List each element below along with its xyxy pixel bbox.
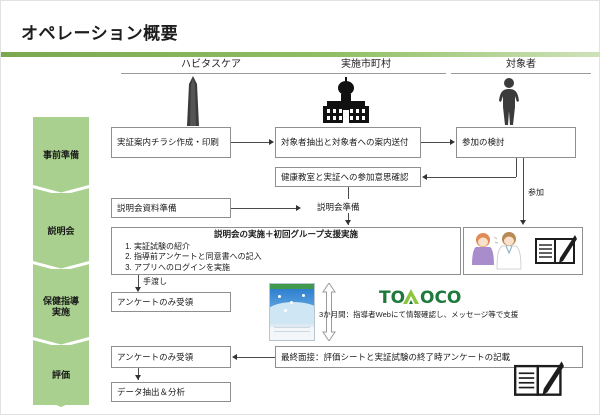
phone-snow-dot [302, 294, 305, 297]
support-note-label: 3か月間：指導者Webにて情報確認し、メッセージ等で支援 [319, 310, 519, 319]
box-survey-receive-1-label: アンケートのみ受領 [117, 296, 194, 307]
box-data-analysis[interactable]: データ抽出＆分析 [111, 382, 231, 402]
meeting-step-item: 実証試験の紹介 [134, 242, 454, 253]
connector-consider-to-confirm [427, 177, 516, 178]
arrowhead-final-to-survey2 [232, 354, 237, 360]
phone-footer [270, 327, 314, 340]
arrowhead-briefingprep-down [345, 220, 351, 225]
arrow-label-handover: 手渡し [143, 277, 167, 286]
box-flyer-label: 実証案内チラシ作成・印刷 [117, 137, 219, 147]
box-consider[interactable]: 参加の検討 [456, 127, 576, 158]
connector-final-to-survey2 [237, 357, 275, 358]
book-pencil-icon [535, 235, 577, 264]
arrowhead-consider-to-confirm [422, 174, 427, 180]
arrowhead-extract-to-consider [450, 139, 455, 145]
lane-header-municipality: 実施市町村 [286, 59, 446, 74]
arrowhead-consider-to-illustration [520, 220, 526, 225]
lane-header-municipality-rule [286, 73, 446, 74]
stage-prep: 事前準備 [33, 117, 89, 193]
connector-material-to-briefingprep [231, 208, 297, 209]
connector-confirm-down [348, 187, 349, 199]
arrowhead-material-to-briefingprep [296, 205, 301, 211]
box-material-prep-label: 説明会資料準備 [117, 202, 177, 213]
consultation-icon [472, 232, 522, 270]
arrowhead-survey2-to-analysis [135, 375, 141, 380]
lane-header-participant: 対象者 [451, 59, 591, 74]
double-arrow-icon [322, 283, 336, 341]
lane-header-habitus-rule [121, 73, 301, 74]
lane-header-habitus-label: ハビタスケア [181, 59, 241, 70]
box-meeting-title: 説明会の実施＋初回グループ支援実施 [214, 228, 358, 239]
arrowhead-meeting-to-survey1 [135, 287, 141, 292]
svg-text:OCO: OCO [420, 288, 461, 307]
svg-text:TO: TO [379, 288, 405, 307]
label-briefing-prep: 説明会準備 [317, 202, 360, 212]
meeting-step-item: アプリへのログインを実施 [134, 263, 454, 274]
stage-prep-label: 事前準備 [42, 149, 79, 160]
box-survey-receive-2[interactable]: アンケートのみ受領 [111, 346, 231, 368]
stage-guidance-label-line2: 実施 [51, 307, 70, 317]
box-confirm[interactable]: 健康教室と実証への参加意思確認 [275, 167, 421, 187]
stage-briefing: 説明会 [33, 193, 89, 269]
box-survey-receive-1[interactable]: アンケートのみ受領 [111, 292, 231, 312]
phone-status-bar [270, 284, 314, 289]
box-survey-receive-2-label: アンケートのみ受領 [117, 351, 194, 362]
city-hall-icon [323, 77, 369, 123]
stage-briefing-label: 説明会 [47, 225, 75, 236]
meeting-step-list: 実証試験の紹介 指導前アンケートと同意書への記入 アプリへのログインを実施 [118, 242, 454, 274]
page-title: オペレーション概要 [21, 24, 179, 43]
connector-briefingprep-down [348, 213, 349, 225]
phone-hill-shape [270, 302, 314, 324]
arrowhead-flyer-to-extract [269, 139, 274, 145]
connector-survey2-to-analysis [138, 368, 139, 380]
box-material-prep[interactable]: 説明会資料準備 [111, 198, 231, 218]
box-final-interview-label: 最終面接：評価シートと実証試験の終了時アンケートの記載 [281, 351, 511, 362]
phone-snow-dot [278, 295, 281, 298]
phone-snow-dot [284, 309, 287, 312]
box-consider-label: 参加の検討 [462, 137, 505, 147]
arrow-label-join: 参加 [528, 188, 544, 197]
stage-guidance-label-line1: 保健指導 [42, 296, 79, 306]
phone-text-line [274, 331, 310, 332]
stage-guidance: 保健指導 実施 [33, 269, 89, 345]
title-underline-rule [1, 52, 600, 57]
title-bar: オペレーション概要 [1, 9, 600, 57]
tomoco-logo: TO OCO [379, 287, 475, 308]
phone-snow-dot [290, 301, 293, 304]
lane-header-municipality-label: 実施市町村 [341, 59, 391, 70]
lane-header-habitus: ハビタスケア [121, 59, 301, 74]
person-icon [499, 78, 519, 125]
phone-text-line [274, 327, 310, 328]
office-building-icon [187, 76, 199, 126]
stage-evaluation-label: 評価 [51, 369, 70, 380]
connector-flyer-to-extract [231, 142, 270, 143]
phone-illustration [270, 289, 314, 324]
connector-consider-down [516, 158, 517, 177]
meeting-step-item: 指導前アンケートと同意書への記入 [134, 252, 454, 263]
box-meeting[interactable]: 説明会の実施＋初回グループ支援実施 実証試験の紹介 指導前アンケートと同意書への… [111, 227, 461, 275]
box-final-interview[interactable]: 最終面接：評価シートと実証試験の終了時アンケートの記載 [275, 346, 583, 368]
connector-meeting-to-survey1 [138, 275, 139, 291]
stage-band: 事前準備 説明会 保健指導 実施 評価 [33, 117, 89, 407]
box-extract[interactable]: 対象者抽出と対象者への案内送付 [275, 127, 421, 158]
lane-header-participant-label: 対象者 [506, 59, 536, 70]
phone-app-icon [269, 283, 315, 341]
box-data-analysis-label: データ抽出＆分析 [117, 386, 186, 397]
lane-header-participant-rule [451, 73, 591, 74]
connector-extract-to-consider [421, 142, 451, 143]
box-confirm-label: 健康教室と実証への参加意思確認 [281, 171, 409, 182]
box-extract-label: 対象者抽出と対象者への案内送付 [281, 137, 409, 147]
box-flyer[interactable]: 実証案内チラシ作成・印刷 [111, 127, 231, 158]
connector-consider-to-illustration [523, 158, 524, 222]
stage-band-tail [33, 393, 89, 407]
book-pencil-icon [514, 361, 564, 396]
